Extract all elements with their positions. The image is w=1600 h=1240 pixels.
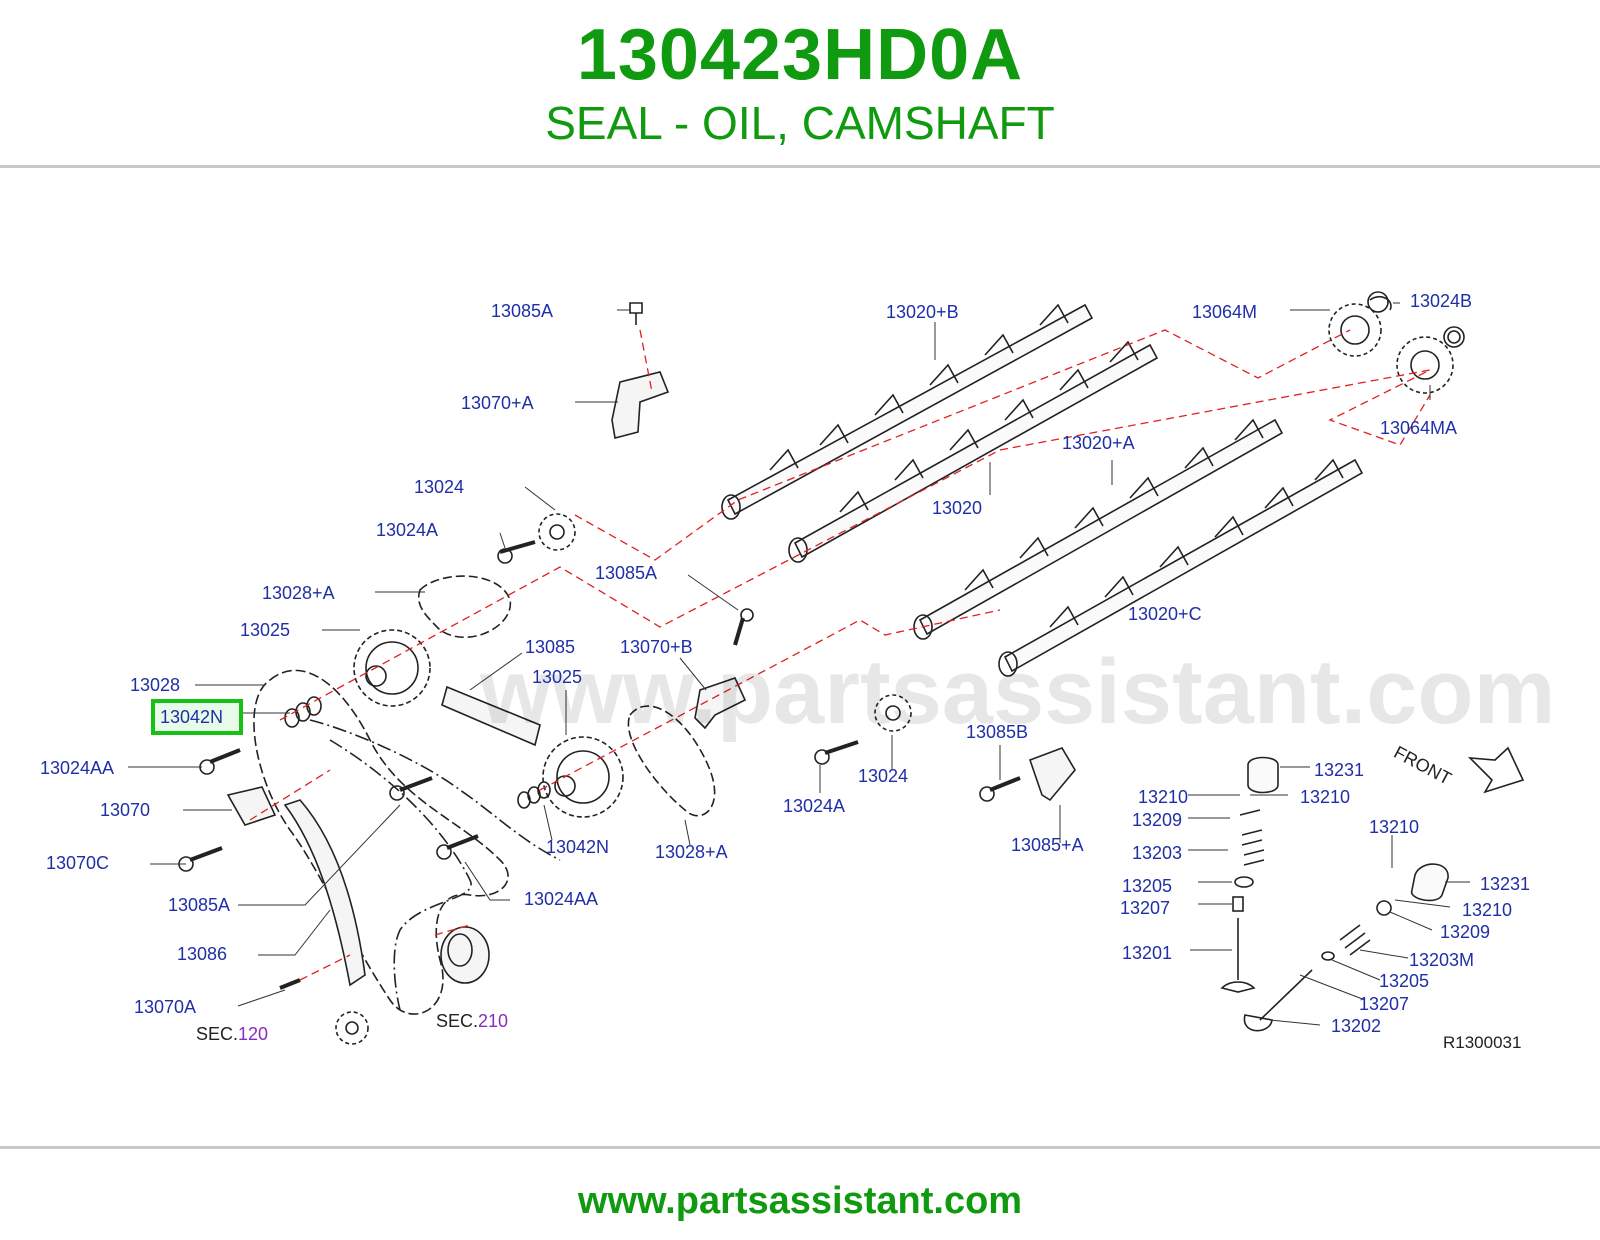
parts-diagram — [128, 291, 1525, 1045]
camshaft-13020-A — [913, 418, 1284, 640]
label-13020-B[interactable]: 13020+B — [886, 302, 959, 322]
label-13028[interactable]: 13028 — [130, 675, 181, 695]
sprocket-13025-left — [353, 629, 431, 707]
label-13070[interactable]: 13070 — [100, 800, 151, 820]
guide-13085 — [309, 685, 561, 1011]
watermark: www.partsassistant.com — [480, 641, 1556, 743]
label-13205[interactable]: 13205 — [1122, 876, 1173, 896]
sec-120-prefix: SEC. — [196, 1024, 239, 1044]
sprocket-13064M — [1328, 291, 1389, 357]
label-sec-210[interactable]: SEC.210 — [436, 1011, 508, 1031]
label-13024-right[interactable]: 13024 — [858, 766, 909, 786]
sprocket-13064MA — [1396, 326, 1465, 394]
chain-13028-A-left — [418, 575, 511, 639]
label-13085A-mid[interactable]: 13085A — [595, 563, 658, 583]
sprocket-13024-left — [538, 513, 576, 551]
label-13209[interactable]: 13209 — [1132, 810, 1183, 830]
label-13085A-low[interactable]: 13085A — [168, 895, 231, 915]
label-13210-b[interactable]: 13210 — [1369, 817, 1420, 837]
label-13064MA[interactable]: 13064MA — [1380, 418, 1458, 438]
tensioner-13070 — [226, 786, 277, 826]
bracket-13085-A — [1028, 747, 1076, 802]
label-13025-mid[interactable]: 13025 — [532, 667, 583, 687]
tensioner-13070-B — [694, 677, 747, 730]
front-arrow-icon — [1467, 746, 1525, 794]
camshaft-13020-C — [998, 458, 1364, 677]
figure-code: R1300031 — [1443, 1033, 1522, 1052]
label-13024A-left[interactable]: 13024A — [376, 520, 439, 540]
label-13024-left[interactable]: 13024 — [414, 477, 465, 497]
label-13231-b[interactable]: 13231 — [1480, 874, 1531, 894]
label-13085-mid[interactable]: 13085 — [525, 637, 576, 657]
label-13231-a[interactable]: 13231 — [1314, 760, 1365, 780]
label-13207-b[interactable]: 13207 — [1359, 994, 1410, 1014]
label-13042N-highlighted[interactable]: 13042N — [160, 707, 224, 727]
label-13024AA-left[interactable]: 13024AA — [40, 758, 115, 778]
label-13024B[interactable]: 13024B — [1410, 291, 1473, 311]
label-13085-A-right[interactable]: 13085+A — [1011, 835, 1084, 855]
label-13024A-right[interactable]: 13024A — [783, 796, 846, 816]
label-13085A-top[interactable]: 13085A — [491, 301, 554, 321]
label-sec-120[interactable]: SEC.120 — [196, 1024, 268, 1044]
footer-website-link[interactable]: www.partsassistant.com — [577, 1180, 1023, 1222]
label-13064M[interactable]: 13064M — [1192, 302, 1258, 322]
sec-210-number: 210 — [478, 1011, 509, 1031]
header-divider — [0, 165, 1600, 168]
sprocket-13025-mid — [542, 736, 624, 818]
label-13025-left[interactable]: 13025 — [240, 620, 291, 640]
label-13205-b[interactable]: 13205 — [1379, 971, 1430, 991]
camshaft-13020 — [788, 340, 1159, 563]
label-13202[interactable]: 13202 — [1331, 1016, 1382, 1036]
label-13085B[interactable]: 13085B — [966, 722, 1029, 742]
sec-120-number: 120 — [238, 1024, 269, 1044]
footer-divider — [0, 1146, 1600, 1149]
label-13020-A[interactable]: 13020+A — [1062, 433, 1135, 453]
label-13070C[interactable]: 13070C — [46, 853, 110, 873]
label-13210-c[interactable]: 13210 — [1462, 900, 1513, 920]
tensioner-13070-A-top — [611, 371, 670, 439]
label-13086[interactable]: 13086 — [177, 944, 228, 964]
tensioner-sec210 — [440, 926, 490, 984]
leader-lines — [128, 302, 1470, 1026]
label-13210-right[interactable]: 13210 — [1300, 787, 1351, 807]
bolts — [178, 295, 1461, 990]
valve-assembly-right — [1243, 863, 1449, 1032]
chain-13028-A-right — [627, 705, 716, 817]
page-title: 130423HD0A — [576, 15, 1024, 95]
alignment-lines — [249, 329, 1431, 981]
label-13203M[interactable]: 13203M — [1409, 950, 1475, 970]
label-13070-B[interactable]: 13070+B — [620, 637, 693, 657]
label-13201[interactable]: 13201 — [1122, 943, 1173, 963]
label-13203[interactable]: 13203 — [1132, 843, 1183, 863]
label-13070A[interactable]: 13070A — [134, 997, 197, 1017]
camshaft-13020-B — [721, 303, 1094, 520]
label-13210-left[interactable]: 13210 — [1138, 787, 1189, 807]
valve-assembly-left — [1220, 756, 1279, 993]
chain-13028 — [253, 669, 509, 1015]
label-13207[interactable]: 13207 — [1120, 898, 1171, 918]
label-13028-A-left[interactable]: 13028+A — [262, 583, 335, 603]
label-13024AA-mid[interactable]: 13024AA — [524, 889, 599, 909]
label-13070-A-top[interactable]: 13070+A — [461, 393, 534, 413]
sprocket-sec120 — [335, 1011, 369, 1045]
label-13209-b[interactable]: 13209 — [1440, 922, 1491, 942]
guide-13086 — [283, 799, 366, 987]
highlighted-part-13042N[interactable]: 13042N — [151, 699, 243, 735]
label-13028-A-right[interactable]: 13028+A — [655, 842, 728, 862]
label-13042N-mid[interactable]: 13042N — [546, 837, 610, 857]
oil-seal-13042N-left — [284, 696, 322, 728]
label-13020-C[interactable]: 13020+C — [1128, 604, 1202, 624]
label-13020[interactable]: 13020 — [932, 498, 983, 518]
sprocket-13024-right — [874, 694, 912, 732]
page-subtitle: SEAL - OIL, CAMSHAFT — [545, 97, 1055, 149]
sec-210-prefix: SEC. — [436, 1011, 479, 1031]
oil-seal-13042N-mid — [517, 781, 551, 809]
